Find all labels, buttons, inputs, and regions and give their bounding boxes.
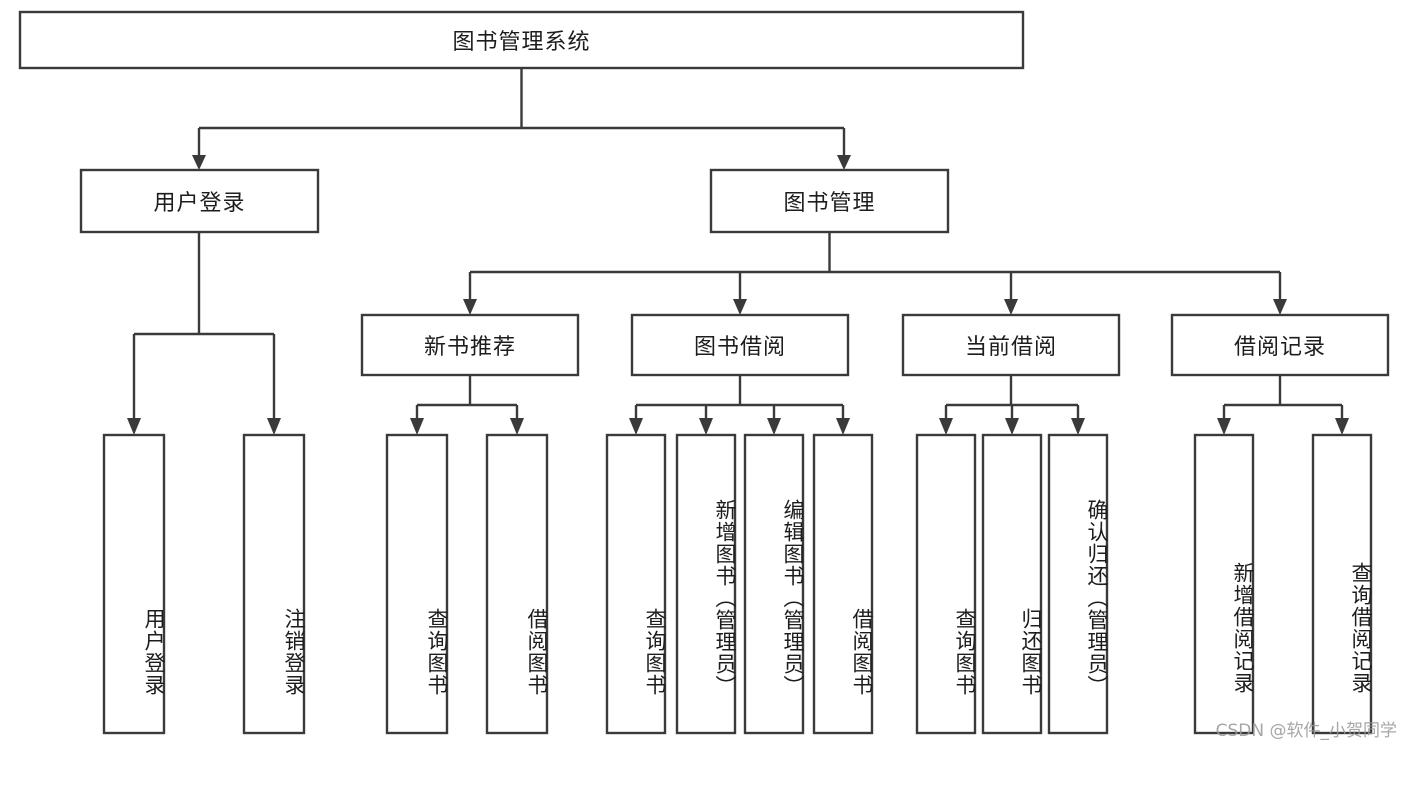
node-box-leaf-confirm-return[interactable] — [1047, 433, 1109, 735]
arrow-head-leaf-query-book-3 — [939, 418, 953, 435]
connector-root-to-level1 — [192, 68, 851, 170]
node-box-leaf-query-record[interactable] — [1311, 433, 1373, 735]
node-box-leaf-edit-book[interactable] — [743, 433, 805, 735]
node-box-leaf-add-record[interactable] — [1193, 433, 1255, 735]
node-box-leaf-query-book-3[interactable] — [915, 433, 977, 735]
arrow-head-book-borrow — [733, 299, 747, 315]
flowchart-canvas — [18, 10, 1390, 735]
hierarchy-diagram: 图书管理系统 用户登录 图书管理 新书推荐 图书借阅 当前借阅 借阅记录 用户登… — [18, 10, 1397, 741]
node-box-leaf-return-book[interactable] — [981, 433, 1043, 735]
node-box-leaf-borrow-book-2[interactable] — [812, 433, 874, 735]
arrow-head-leaf-add-record — [1217, 418, 1231, 435]
arrow-head-borrow-record — [1273, 299, 1287, 315]
node-box-leaf-user-login[interactable] — [102, 433, 166, 735]
node-box-borrow-record[interactable] — [1170, 313, 1390, 377]
arrow-head-leaf-user-login — [127, 418, 141, 435]
node-box-user-login[interactable] — [79, 168, 320, 234]
arrow-head-leaf-query-book-1 — [410, 418, 424, 435]
connector-current-borrow-to-leaves — [939, 375, 1085, 435]
node-box-book-borrow[interactable] — [630, 313, 850, 377]
arrow-head-leaf-query-book-2 — [629, 418, 643, 435]
arrow-head-leaf-user-logout — [267, 418, 281, 435]
node-box-book-manage[interactable] — [709, 168, 950, 234]
arrow-head-leaf-borrow-book-2 — [836, 418, 850, 435]
node-box-leaf-borrow-book-1[interactable] — [485, 433, 549, 735]
node-box-leaf-user-logout[interactable] — [242, 433, 306, 735]
arrow-head-user-login — [192, 155, 206, 170]
arrow-head-current-borrow — [1004, 299, 1018, 315]
arrow-head-new-book-rec — [463, 299, 477, 315]
connector-book-manage-to-level2 — [463, 232, 1287, 315]
arrow-head-leaf-edit-book — [767, 418, 781, 435]
arrow-head-leaf-confirm-return — [1071, 418, 1085, 435]
csdn-watermark: CSDN @软件_小贺同学 — [1215, 721, 1397, 741]
node-box-leaf-query-book-2[interactable] — [605, 433, 667, 735]
connector-user-login-to-leaves — [127, 232, 281, 435]
node-box-current-borrow[interactable] — [901, 313, 1121, 377]
connector-book-borrow-to-leaves — [629, 375, 850, 435]
node-box-leaf-add-book[interactable] — [675, 433, 737, 735]
arrow-head-leaf-query-record — [1335, 418, 1349, 435]
node-box-leaf-query-book-1[interactable] — [385, 433, 449, 735]
arrow-head-leaf-return-book — [1005, 418, 1019, 435]
arrow-head-book-manage — [837, 155, 851, 170]
arrow-head-leaf-add-book — [699, 418, 713, 435]
connector-new-book-rec-to-leaves — [410, 375, 524, 435]
node-box-new-book-rec[interactable] — [360, 313, 580, 377]
node-box-root[interactable] — [18, 10, 1025, 70]
arrow-head-leaf-borrow-book-1 — [510, 418, 524, 435]
connector-borrow-record-to-leaves — [1217, 375, 1349, 435]
